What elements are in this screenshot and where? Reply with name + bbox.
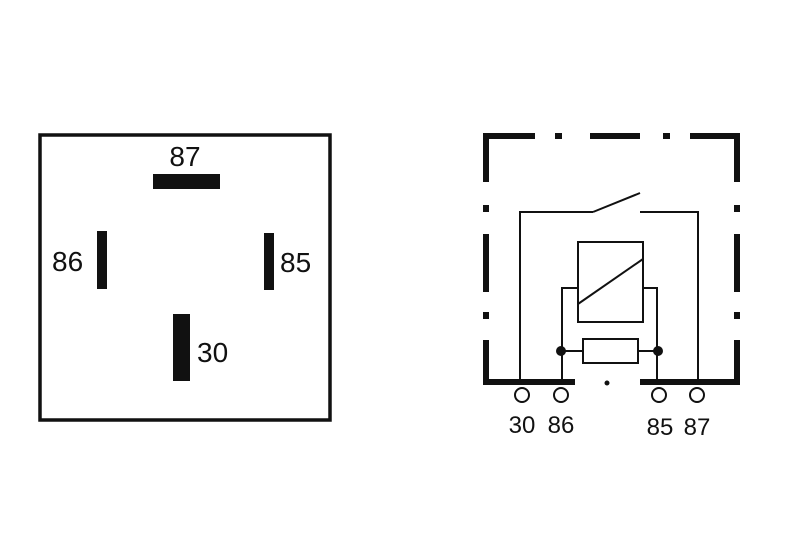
pin-86-blade (97, 231, 107, 289)
terminal-rings (514, 387, 705, 403)
terminal-30-ring (514, 387, 530, 403)
pin-87-blade (153, 174, 220, 189)
pin-30-label: 30 (197, 337, 228, 368)
relay-coil (577, 241, 644, 323)
pin-85-blade (264, 233, 274, 290)
terminal-87-ring (689, 387, 705, 403)
pin-30-blade (173, 314, 190, 381)
housing-outline (483, 133, 740, 385)
terminal-85-ring (651, 387, 667, 403)
terminal-85-label: 85 (647, 414, 674, 441)
terminal-87-label: 87 (684, 414, 711, 441)
footprint-outline (38, 133, 332, 422)
pin-87-label: 87 (169, 141, 200, 172)
switch-contact (519, 192, 699, 380)
terminal-30-label: 30 (509, 412, 536, 439)
terminal-86-label: 86 (548, 412, 575, 439)
pin-85-label: 85 (280, 247, 311, 278)
relay-schematic: 30 86 85 87 (483, 133, 740, 441)
terminal-86-ring (553, 387, 569, 403)
junction-dot-left (556, 346, 566, 356)
suppression-resistor (562, 338, 657, 364)
relay-footprint: 87 86 85 30 (38, 133, 332, 422)
pin-86-label: 86 (52, 246, 83, 277)
junction-dot-right (653, 346, 663, 356)
housing-dot (604, 380, 610, 386)
